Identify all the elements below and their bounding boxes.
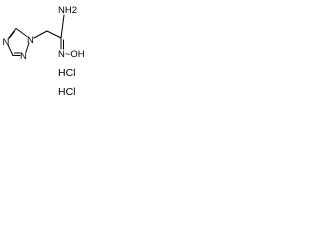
atom-n4-label: N (3, 37, 10, 48)
bond-n1-c5 (15, 28, 28, 37)
bond-n2-n1 (25, 42, 30, 53)
bond-c5-n4 (7, 28, 17, 40)
salt-label-1: HCl (58, 67, 76, 79)
atom-n1-label: N (27, 35, 34, 46)
amine-label: NH2 (58, 5, 77, 16)
bond-n1-ch2 (33, 30, 48, 39)
bond-c5-n4-double (9, 31, 15, 39)
atom-n2-label: N (20, 51, 27, 62)
bond-n4-c3 (7, 44, 14, 56)
side-chain (33, 14, 65, 50)
oxime-label: N~OH (58, 49, 85, 60)
triazole-ring (7, 28, 30, 56)
chemical-structure: N N N NH2 N~OH HCl HCl (3, 5, 85, 98)
bond-ch2-c (46, 30, 62, 39)
bond-c-nh2 (60, 14, 65, 39)
salt-label-2: HCl (58, 86, 76, 98)
